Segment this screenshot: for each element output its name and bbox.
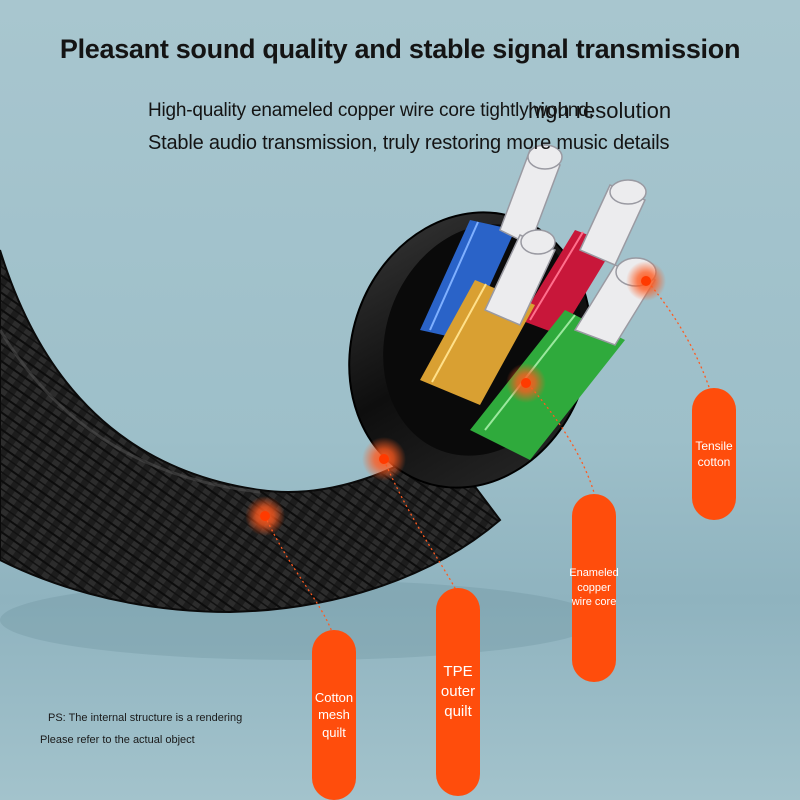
callout-label: TPE outer quilt [440, 662, 476, 721]
subtitle-line-1: High-quality enameled copper wire core t… [148, 100, 594, 121]
callout-cotton-mesh-quilt: Cotton mesh quilt [312, 630, 356, 800]
callout-tensile-cotton: Tensile cotton [692, 388, 736, 520]
callout-tpe-outer-quilt: TPE outer quilt [436, 588, 480, 796]
subtitle-line-1-overlay: high resolution [528, 98, 672, 123]
footnote-line-1: PS: The internal structure is a renderin… [48, 712, 243, 724]
braided-cable-highlight [0, 329, 261, 494]
callout-label: Cotton mesh quilt [314, 689, 354, 740]
callout-label: Enameled copper wire core [569, 566, 619, 609]
callout-label: Tensile cotton [695, 438, 733, 469]
wire-red [520, 230, 615, 335]
callout-enameled-copper: Enameled copper wire core [569, 494, 619, 682]
wire-blue [420, 220, 515, 340]
footnote-line-2: Please refer to the actual object [40, 734, 195, 746]
subtitle-line-2: Stable audio transmission, truly restori… [148, 132, 670, 154]
headline: Pleasant sound quality and stable signal… [59, 34, 741, 64]
